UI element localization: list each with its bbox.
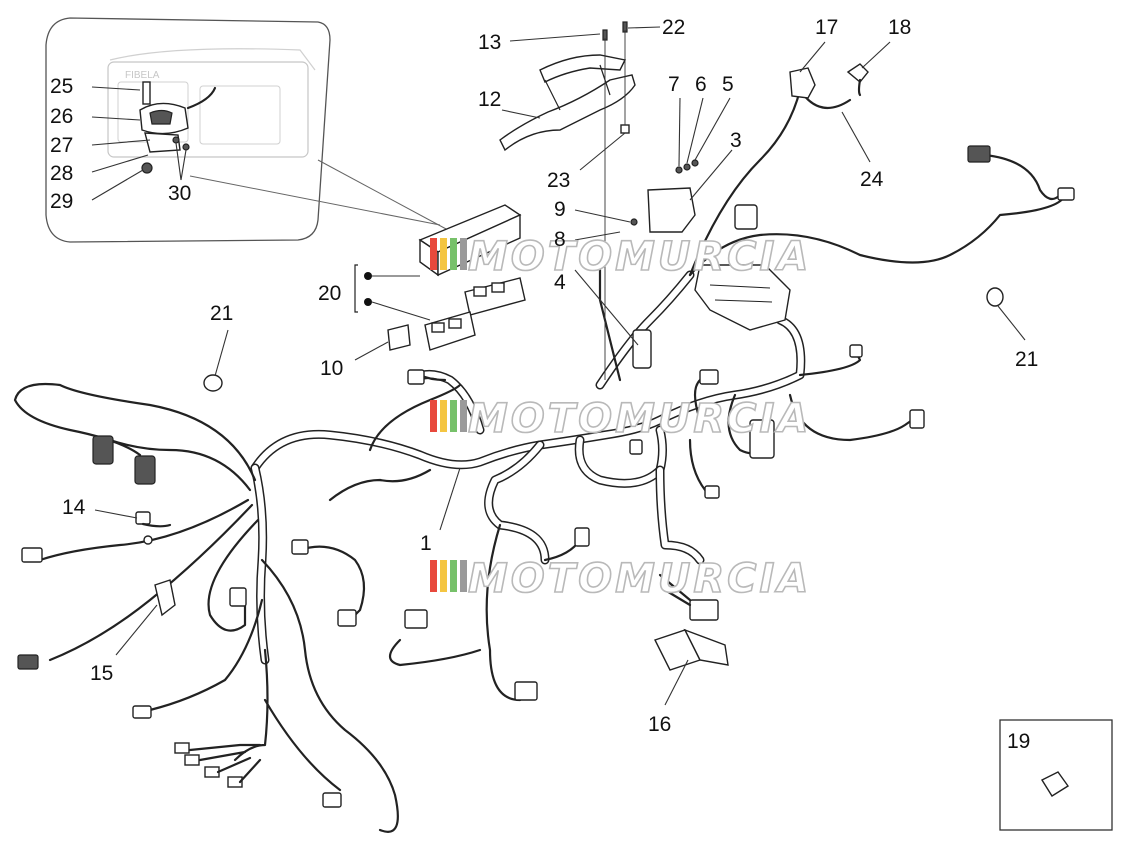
callout-6: 6 (695, 73, 707, 96)
control-unit (694, 264, 791, 331)
bracket-12 (499, 74, 636, 152)
sensor-17 (789, 67, 816, 99)
leader-lines (94, 26, 1026, 706)
callout-24: 24 (860, 168, 884, 191)
connector-15 (154, 579, 176, 617)
callout-28: 28 (50, 162, 73, 185)
watermark-stripe-yellow (440, 400, 447, 432)
watermark-stripe-yellow (440, 560, 447, 592)
callout-25: 25 (50, 75, 73, 98)
watermark-stripe-red (430, 400, 437, 432)
watermark-text: MOTOMURCIA (468, 234, 811, 280)
watermark-stripe-grey (460, 238, 467, 270)
callout-7: 7 (668, 73, 680, 96)
callout-23: 23 (547, 169, 570, 192)
watermark-stripe-green (450, 238, 457, 270)
callout-17: 17 (815, 16, 838, 39)
callout-30: 30 (168, 182, 191, 205)
clamp-21-right (986, 287, 1004, 307)
callout-19: 19 (1007, 730, 1030, 753)
callout-5: 5 (722, 73, 734, 96)
bracket-3 (647, 187, 696, 233)
watermark-stripe-grey (460, 560, 467, 592)
watermark-text: MOTOMURCIA (468, 396, 811, 442)
watermark-text: MOTOMURCIA (468, 556, 811, 602)
callout-21-left: 21 (210, 302, 233, 325)
watermark-top: MOTOMURCIA (430, 233, 811, 281)
callout-8: 8 (554, 228, 566, 251)
callout-26: 26 (50, 105, 73, 128)
callouts: 13 22 12 23 7 6 5 3 9 8 4 17 18 24 20 21… (50, 16, 1038, 753)
callout-4: 4 (554, 271, 566, 294)
callout-27: 27 (50, 134, 73, 157)
callout-3: 3 (730, 129, 742, 152)
watermark-bottom: MOTOMURCIA (430, 555, 811, 603)
watermark-stripe-green (450, 400, 457, 432)
callout-22: 22 (662, 16, 685, 39)
callout-21-right: 21 (1015, 348, 1038, 371)
callout-20: 20 (318, 282, 341, 305)
watermark-stripe-red (430, 560, 437, 592)
clamp-21-left (203, 374, 223, 392)
cap-18 (846, 63, 869, 83)
watermarks: MOTOMURCIA MOTOMURCIA MOTOMURCIA (430, 233, 811, 603)
detail-inset: FIBELA (45, 17, 449, 243)
watermark-stripe-yellow (440, 238, 447, 270)
callout-9: 9 (554, 198, 566, 221)
watermark-stripe-red (430, 238, 437, 270)
callout-12: 12 (478, 88, 501, 111)
callout-13: 13 (478, 31, 501, 54)
callout-18: 18 (888, 16, 911, 39)
detail-box-19 (999, 719, 1113, 831)
watermark-stripe-grey (460, 400, 467, 432)
callout-15: 15 (90, 662, 113, 685)
watermark-stripe-green (450, 560, 457, 592)
boot-16 (654, 573, 729, 671)
callout-29: 29 (50, 190, 73, 213)
relay-10 (387, 324, 411, 351)
callout-16: 16 (648, 713, 671, 736)
callout-1: 1 (420, 532, 432, 555)
inset-box-text: FIBELA (125, 70, 160, 81)
inset-fuse-holder (139, 81, 217, 174)
watermark-middle: MOTOMURCIA (430, 395, 811, 443)
callout-14: 14 (62, 496, 86, 519)
callout-10: 10 (320, 357, 343, 380)
